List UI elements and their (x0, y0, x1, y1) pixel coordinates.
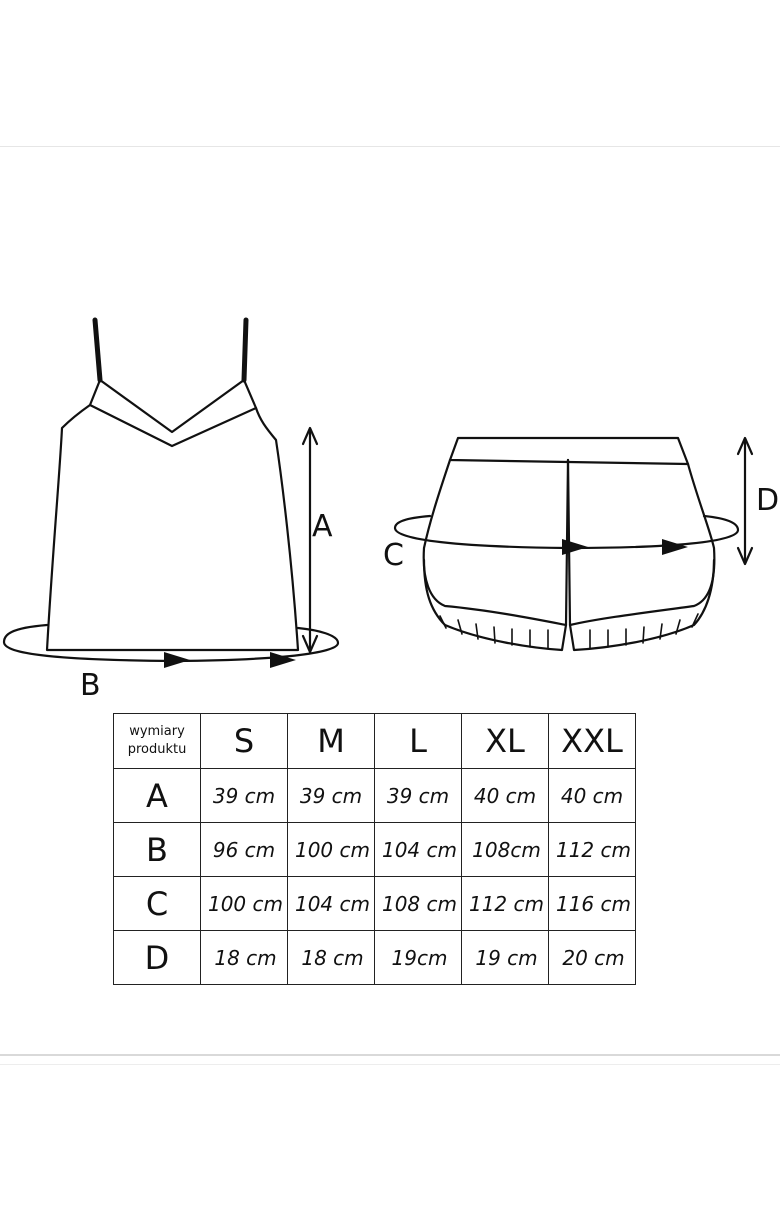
left-ruffle (422, 558, 568, 652)
size-header-row: wymiary produktu S M L XL XXL (113, 713, 636, 769)
shorts-drawing (393, 436, 754, 652)
left-leg (422, 458, 570, 627)
row-label-c: C (113, 876, 201, 931)
label-b: B (80, 668, 101, 700)
table-cell: 100 cm (200, 876, 288, 931)
size-header-xxl: XXL (548, 713, 636, 769)
table-cell: 112 cm (548, 822, 636, 877)
neckline-band (88, 378, 258, 448)
table-cell: 108cm (461, 822, 549, 877)
arrow-b-head-2 (270, 652, 296, 668)
table-cell: 39 cm (200, 768, 288, 823)
table-cell: 39 cm (374, 768, 462, 823)
camisole-body (45, 403, 300, 652)
table-cell: 39 cm (287, 768, 375, 823)
size-table: wymiary produktu S M L XL XXL A 39 cm 39… (113, 713, 636, 985)
arrow-c-head-1 (562, 539, 588, 555)
table-cell: 112 cm (461, 876, 549, 931)
table-cell: 18 cm (200, 930, 288, 985)
garment-diagram: A B (2, 317, 779, 700)
table-row: D 18 cm 18 cm 19cm 19 cm 20 cm (113, 930, 636, 985)
size-header-l: L (374, 713, 462, 769)
arrow-d-bottom (736, 546, 754, 566)
table-cell: 40 cm (548, 768, 636, 823)
label-d: D (756, 483, 779, 518)
table-row: B 96 cm 100 cm 104 cm 108cm 112 cm (113, 822, 636, 877)
top-divider (0, 146, 780, 147)
row-label-d: D (113, 930, 201, 985)
ruffle-lines (439, 613, 699, 649)
bottom-divider (0, 1054, 780, 1056)
corner-line-1: wymiary (129, 724, 185, 739)
table-cell: 96 cm (200, 822, 288, 877)
table-cell: 104 cm (374, 822, 462, 877)
right-strap (241, 317, 249, 383)
table-cell: 18 cm (287, 930, 375, 985)
table-cell: 19cm (374, 930, 462, 985)
corner-line-2: produktu (127, 742, 187, 757)
table-cell: 108 cm (374, 876, 462, 931)
left-strap (92, 317, 103, 383)
label-a: A (312, 509, 333, 544)
arrow-c-head-2 (662, 539, 688, 555)
arrow-b-head-1 (164, 652, 190, 668)
camisole-drawing (2, 317, 340, 663)
label-c: C (383, 538, 404, 573)
table-cell: 19 cm (461, 930, 549, 985)
right-ruffle (568, 558, 716, 652)
table-cell: 100 cm (287, 822, 375, 877)
table-row: A 39 cm 39 cm 39 cm 40 cm 40 cm (113, 768, 636, 823)
row-label-b: B (113, 822, 201, 877)
arrow-a-top (301, 426, 319, 446)
corner-cell: wymiary produktu (113, 713, 201, 769)
table-cell: 40 cm (461, 768, 549, 823)
bottom-divider-light (0, 1064, 780, 1065)
size-header-m: M (287, 713, 375, 769)
table-row: C 100 cm 104 cm 108 cm 112 cm 116 cm (113, 876, 636, 931)
table-cell: 116 cm (548, 876, 636, 931)
arrow-d-top (736, 436, 754, 456)
size-header-s: S (200, 713, 288, 769)
table-cell: 104 cm (287, 876, 375, 931)
table-cell: 20 cm (548, 930, 636, 985)
arrow-a-bottom (301, 634, 319, 654)
size-header-xl: XL (461, 713, 549, 769)
row-label-a: A (113, 768, 201, 823)
